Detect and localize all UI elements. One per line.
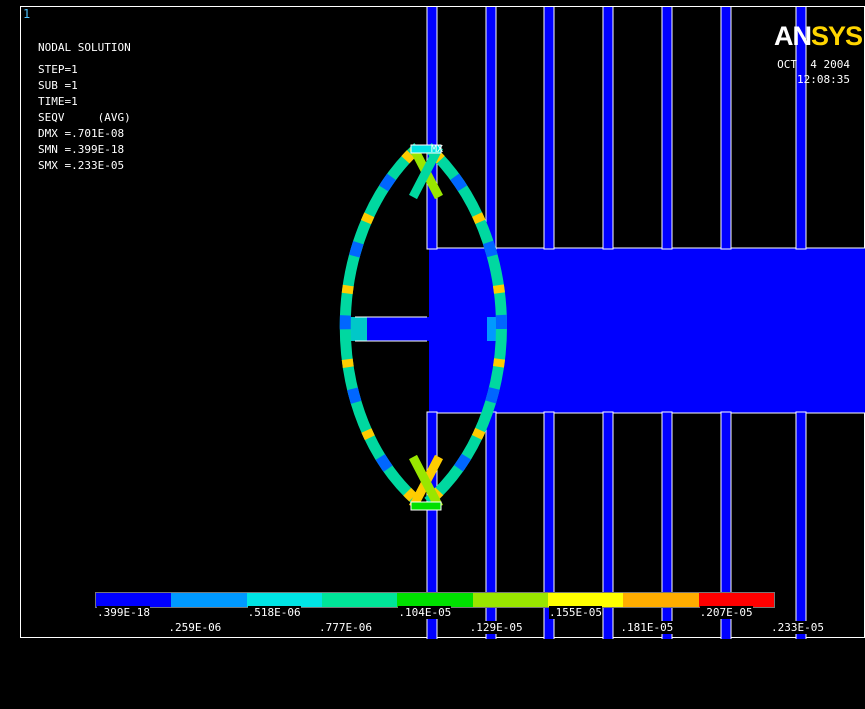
legend-swatch [96, 593, 172, 607]
logo-part-an: AN [773, 21, 812, 51]
info-time: TIME=1 [38, 95, 78, 108]
info-seqv: SEQV (AVG) [38, 111, 131, 124]
max-marker: MX [431, 144, 443, 155]
info-smx: SMX =.233E-05 [38, 159, 125, 172]
result-info-block: NODAL SOLUTION STEP=1 SUB =1 TIME=1 SEQV… [38, 40, 131, 174]
legend-tick-label: .129E-05 [469, 621, 523, 634]
contour-legend-bar [95, 592, 775, 608]
legend-swatch [698, 593, 774, 607]
legend-swatch [397, 593, 473, 607]
fe-model-plot: MX [339, 7, 865, 639]
timestamp-date: OCT 4 2004 [777, 58, 850, 71]
legend-tick-label: .155E-05 [549, 606, 602, 619]
legend-tick-label: .207E-05 [699, 606, 753, 619]
legend-swatch [472, 593, 548, 607]
anchor-crossings [409, 144, 443, 510]
info-dmx: DMX =.701E-08 [38, 127, 125, 140]
graphics-viewport[interactable]: MX 1 NODAL SOLUTION STEP=1 SUB =1 TIME=1… [20, 6, 865, 639]
logo-part-sys: SYS [810, 21, 863, 51]
ansys-logo: ANSYS [773, 21, 863, 52]
info-smn: SMN =.399E-18 [38, 143, 125, 156]
legend-swatch [171, 593, 247, 607]
timestamp: OCT 4 2004 12:08:35 [777, 57, 850, 87]
legend-swatch [547, 593, 624, 607]
substrate-block [347, 248, 865, 413]
anchor-pads [410, 144, 442, 511]
substrate-outline [355, 247, 865, 414]
timestamp-time: 12:08:35 [797, 73, 850, 86]
legend-tick-label: .181E-05 [620, 621, 674, 634]
flexure-spring [339, 142, 507, 507]
info-title: NODAL SOLUTION [38, 41, 131, 54]
legend-tick-label: .777E-06 [319, 621, 372, 634]
comb-fingers [426, 7, 807, 639]
legend-tick-label: .399E-18 [97, 606, 150, 619]
info-sub: SUB =1 [38, 79, 78, 92]
legend-swatch [246, 593, 322, 607]
legend-swatch [623, 593, 699, 607]
legend-tick-label: .259E-06 [168, 621, 222, 634]
info-step: STEP=1 [38, 63, 78, 76]
legend-tick-label: .518E-06 [247, 606, 301, 619]
legend-swatch [321, 593, 398, 607]
legend-tick-label: .233E-05 [771, 621, 824, 634]
legend-tick-label: .104E-05 [398, 606, 452, 619]
window-number: 1 [23, 7, 31, 21]
